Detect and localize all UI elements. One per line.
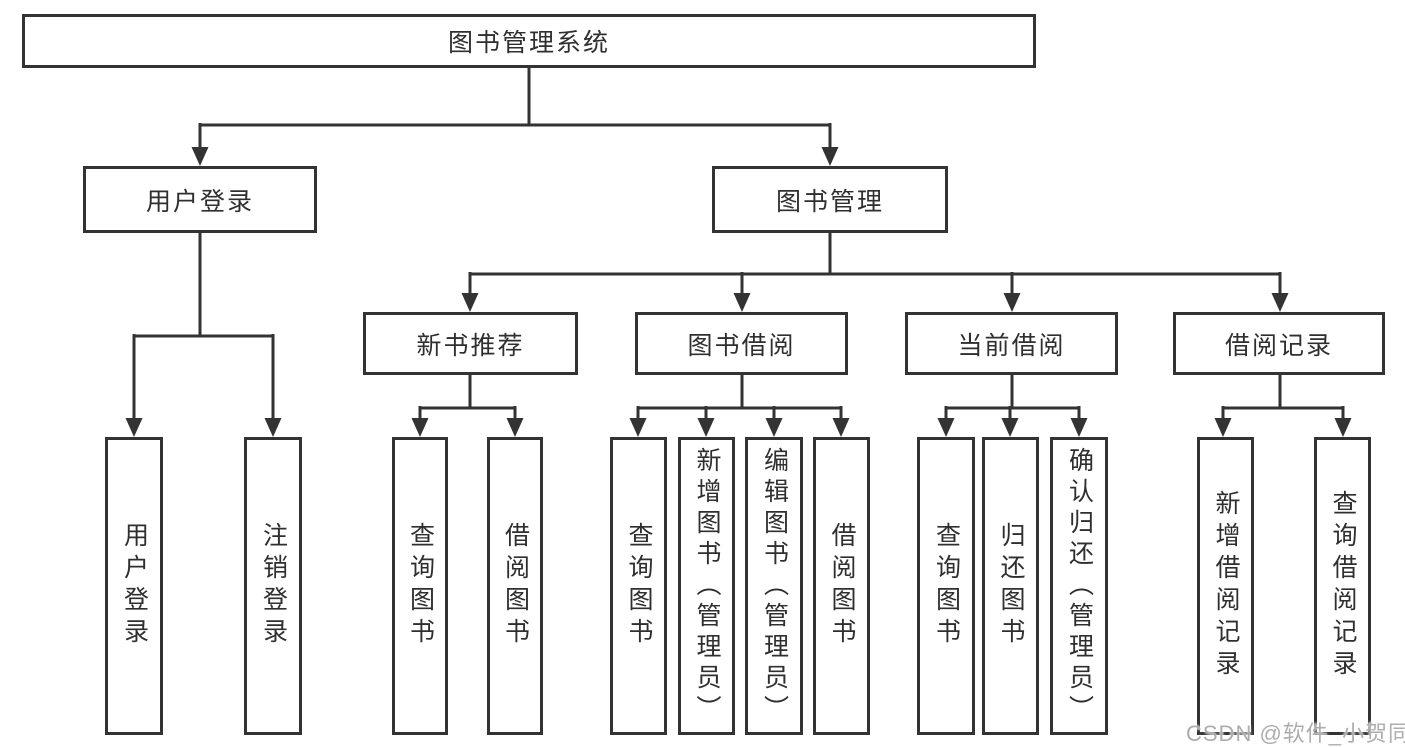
connector-root-to-level2 [191,68,839,166]
connector-current-borrow-to-leaves [937,375,1088,437]
leaf-borrow-books: 借阅图书 [813,437,870,735]
leaf-query-books-recommend: 查询图书 [392,437,448,735]
connector-user-login-to-leaves [125,233,282,437]
csdn-watermark: CSDN @软件_小贺同学 [1186,721,1405,746]
node-new-book-recommendation: 新书推荐 [363,312,578,375]
leaf-borrow-books-recommend: 借阅图书 [487,437,543,735]
connector-borrow-records-to-leaves [1214,375,1352,437]
connector-book-management-to-level3 [461,233,1289,312]
node-borrowing-records: 借阅记录 [1173,312,1385,375]
node-library-management-system: 图书管理系统 [22,14,1036,68]
leaf-query-books-current: 查询图书 [917,437,975,735]
leaf-user-login: 用户登录 [105,437,163,735]
leaf-query-borrow-record: 查询借阅记录 [1314,437,1371,735]
connector-new-book-to-leaves [411,375,524,437]
node-book-borrowing: 图书借阅 [635,312,848,375]
connector-book-borrow-to-leaves [629,375,850,437]
node-current-borrowing: 当前借阅 [905,312,1118,375]
node-user-login: 用户登录 [83,166,317,233]
leaf-add-book-admin: 新增图书（管理员） [678,437,735,735]
leaf-add-borrow-record: 新增借阅记录 [1197,437,1254,735]
leaf-confirm-return-admin: 确认归还（管理员） [1050,437,1108,735]
leaf-return-book: 归还图书 [982,437,1039,735]
node-book-management: 图书管理 [712,166,948,233]
leaf-edit-book-admin: 编辑图书（管理员） [745,437,803,735]
leaf-logout: 注销登录 [244,437,302,735]
leaf-query-books-borrow: 查询图书 [610,437,667,735]
